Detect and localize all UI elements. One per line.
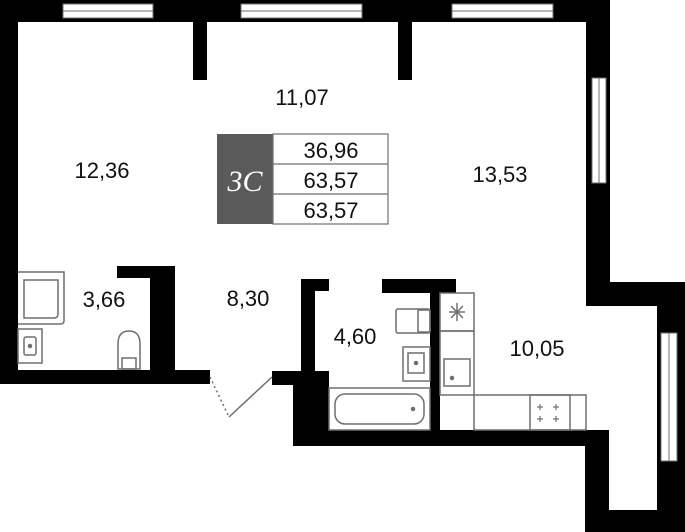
entry-door [209,376,273,418]
door-leaf-icon [228,376,273,418]
bathroom-center-area: 4,60 [334,324,377,349]
windows [62,3,678,462]
washbasin-center-bowl-icon [407,352,425,374]
kitchen-area: 10,05 [509,336,564,361]
bathroom-left-area: 3,66 [83,287,126,312]
living-area-value: 36,96 [303,138,358,163]
total-area-value: 63,57 [303,168,358,193]
kitchen-sink-icon [443,358,471,387]
washbasin-center-drain-icon [413,360,419,366]
room-left-area: 12,36 [74,158,129,183]
sink-bowl-icon [23,336,37,356]
bathroom-center-top-wall [382,279,456,293]
sink-drain-icon [27,343,33,349]
bathroom-left-side-wall [150,266,175,384]
sink-icon [17,328,43,364]
kitchen-counter-icon [439,330,475,396]
toilet-center-tank-icon [417,309,431,333]
shower-tray-icon [23,279,59,319]
room-right-area: 13,53 [472,162,527,187]
toilet-icon [117,330,141,370]
washbasin-center-icon [402,346,431,382]
hall-area: 8,30 [227,286,270,311]
toilet-tank-icon [121,357,137,370]
shower-icon [18,271,65,325]
apartment-badge: 3С 36,96 63,57 63,57 [217,133,389,225]
partition-top-left [193,22,207,80]
bathroom-center-fixtures [328,308,431,431]
bottom-wall-center [293,430,609,446]
door-swing-icon [209,376,230,418]
left-wall [0,0,18,384]
room-top-area: 11,07 [275,85,328,110]
bottom-wall-right [585,510,685,532]
toilet-center-icon [395,308,431,334]
bathtub-basin-icon [334,393,425,425]
bathtub-icon [328,387,431,431]
area-summary-box [272,133,389,225]
kitchen-partition-wall [430,279,440,430]
apartment-type-label: 3С [226,165,263,198]
bathroom-center-bottom-left-wall [293,371,329,446]
kitchen-fixtures [439,292,587,431]
apartment-type-badge [217,134,273,224]
partition-top-right [398,22,412,80]
hall-right-wall [301,279,315,371]
total-area-with-balcony-value: 63,57 [303,198,358,223]
bottom-wall-left [0,370,210,384]
bathroom-left-fixtures [17,271,141,370]
right-step-wall [586,282,685,306]
stove-icon [529,394,571,431]
bathtub-drain-icon [410,406,416,412]
